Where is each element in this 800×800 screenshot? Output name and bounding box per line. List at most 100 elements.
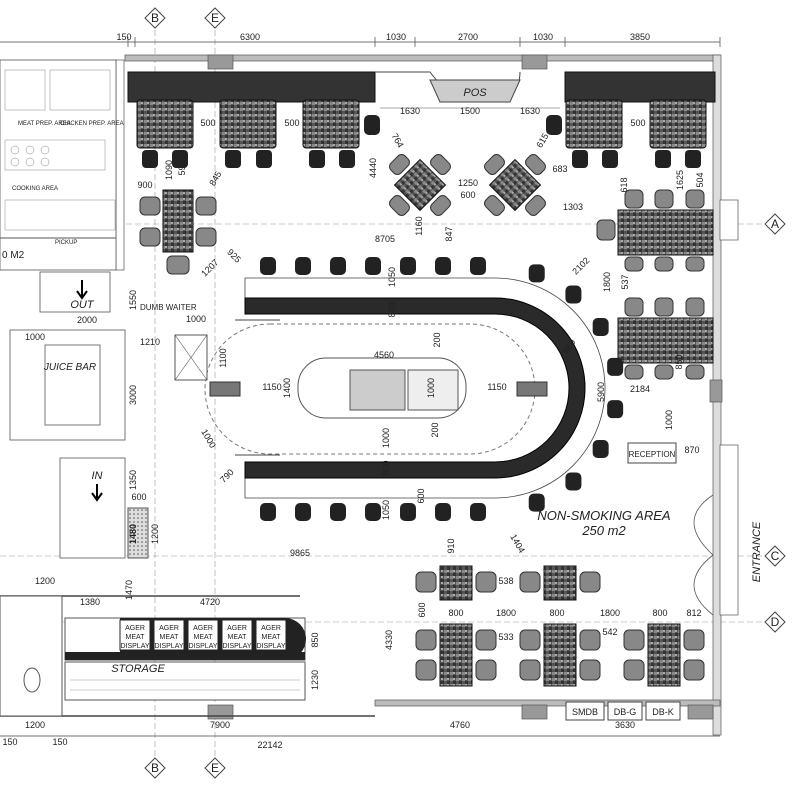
pos-label: POS bbox=[463, 87, 487, 99]
lower-tables: 538 600 800 1800 800 1800 800 812 533 54… bbox=[384, 565, 705, 687]
meat-display-box-3 bbox=[221, 619, 253, 651]
grid-tag-a: A bbox=[771, 217, 779, 231]
dim-4440: 4440 bbox=[368, 158, 378, 178]
dim-8705: 8705 bbox=[375, 234, 395, 244]
storage-label: STORAGE bbox=[111, 663, 165, 675]
bar-stool-4 bbox=[400, 257, 416, 275]
dim-1000b: 1000 bbox=[664, 410, 674, 430]
bar-stool-17 bbox=[607, 357, 624, 376]
dim-1480: 1480 bbox=[128, 524, 138, 544]
dim-538: 538 bbox=[498, 576, 513, 586]
dim-1030b: 1030 bbox=[533, 32, 553, 42]
dim-790: 790 bbox=[218, 467, 236, 485]
dim-5900: 5900 bbox=[596, 382, 606, 402]
grid-tag-b-bottom: B bbox=[151, 761, 159, 775]
dim-600a: 600 bbox=[460, 190, 475, 200]
dim-2700: 2700 bbox=[458, 32, 478, 42]
dim-1150b: 1150 bbox=[487, 382, 506, 392]
in-label: IN bbox=[92, 470, 103, 482]
top-booths: 500 500 500 bbox=[136, 99, 707, 168]
dim-1207: 1207 bbox=[199, 257, 220, 278]
out-door: OUT 2000 1550 DUMB WAITER 1000 1210 1100 bbox=[39, 271, 228, 381]
bottom-dimensions: 1200 150 150 7900 4760 3630 22142 bbox=[0, 720, 720, 750]
smdb-label: SMDB bbox=[572, 707, 598, 717]
kitchen-area: MEAT PREP. AREA CHICKEN PREP. AREA COOKI… bbox=[0, 59, 124, 271]
dim-1404: 1404 bbox=[508, 532, 527, 554]
dim-1150a: 1150 bbox=[262, 382, 281, 392]
dim-800d: 800 bbox=[652, 608, 667, 618]
dim-1050b: 1050 bbox=[381, 500, 391, 520]
dim-1200-bottom: 1200 bbox=[25, 720, 45, 730]
meat-display-text-2-2: DISPLAY bbox=[188, 643, 217, 650]
meat-display-text-1-0: AGER bbox=[159, 625, 179, 632]
bar-stool-6 bbox=[470, 257, 486, 275]
dim-1000d: 1000 bbox=[25, 332, 45, 342]
bar-stool-5 bbox=[435, 257, 451, 275]
electrical-panels: SMDB DB-G DB-K bbox=[565, 701, 681, 721]
dim-150-bottom-b: 150 bbox=[52, 737, 67, 747]
dim-2184: 2184 bbox=[630, 384, 650, 394]
dim-1630a: 1630 bbox=[400, 106, 420, 116]
grid-tag-d: D bbox=[771, 615, 780, 629]
entrance-label: ENTRANCE bbox=[751, 521, 763, 582]
dim-845: 845 bbox=[207, 169, 223, 187]
juice-bar: JUICE BAR 1000 3000 bbox=[9, 329, 138, 441]
dim-537: 537 bbox=[620, 274, 630, 289]
meat-display-text-1-2: DISPLAY bbox=[154, 643, 183, 650]
dim-615: 615 bbox=[534, 131, 550, 149]
dim-9865: 9865 bbox=[290, 548, 310, 558]
meat-display-text-3-0: AGER bbox=[227, 625, 247, 632]
dim-1210: 1210 bbox=[140, 337, 160, 347]
meat-display-text-4-2: DISPLAY bbox=[256, 643, 285, 650]
dim-4560: 4560 bbox=[374, 350, 394, 360]
dim-1200b: 1200 bbox=[35, 576, 55, 586]
dim-1230: 1230 bbox=[310, 670, 320, 690]
bar-stool-21 bbox=[528, 493, 545, 512]
front-counter: POS 1630 1500 1630 bbox=[127, 71, 716, 116]
dim-1050a: 1050 bbox=[387, 267, 397, 287]
dumb-waiter-label: DUMB WAITER bbox=[140, 303, 197, 312]
dim-504: 504 bbox=[695, 172, 705, 187]
dim-4760: 4760 bbox=[450, 720, 470, 730]
dim-4330: 4330 bbox=[384, 630, 394, 650]
dim-1100: 1100 bbox=[218, 348, 228, 367]
reception-label: RECEPTION bbox=[629, 450, 676, 459]
bar-stool-10 bbox=[365, 503, 381, 521]
dim-1303: 1303 bbox=[563, 202, 583, 212]
bar-stool-3 bbox=[365, 257, 381, 275]
meat-display-text-3-2: DISPLAY bbox=[222, 643, 251, 650]
dim-764: 764 bbox=[390, 131, 406, 149]
dim-600c: 600 bbox=[131, 492, 146, 502]
dim-1800b: 1800 bbox=[496, 608, 516, 618]
out-label: OUT bbox=[70, 299, 95, 311]
bar-stool-8 bbox=[295, 503, 311, 521]
dim-800a: 800 bbox=[387, 302, 397, 317]
dim-200b: 200 bbox=[430, 422, 440, 437]
grid-tag-c: C bbox=[771, 549, 780, 563]
dim-2102: 2102 bbox=[570, 255, 591, 276]
dim-22142: 22142 bbox=[257, 740, 282, 750]
dim-500c: 500 bbox=[630, 118, 645, 128]
meat-display-text-0-0: AGER bbox=[125, 625, 145, 632]
dim-850-right: 850 bbox=[674, 354, 684, 369]
chicken-prep-label: CHICKEN PREP. AREA bbox=[60, 121, 124, 127]
grid-tag-e-top: E bbox=[211, 11, 219, 25]
dim-1030a: 1030 bbox=[386, 32, 406, 42]
meat-display-box-4 bbox=[255, 619, 287, 651]
dim-150-bottom-a: 150 bbox=[2, 737, 17, 747]
dim-1000f: 1000 bbox=[381, 428, 391, 448]
dim-600d: 600 bbox=[417, 602, 427, 617]
dim-618: 618 bbox=[619, 177, 629, 192]
bar-stool-7 bbox=[260, 503, 276, 521]
dim-925: 925 bbox=[225, 247, 243, 265]
dim-1500: 1500 bbox=[460, 106, 480, 116]
bar-stool-13 bbox=[470, 503, 486, 521]
dim-1380: 1380 bbox=[80, 597, 100, 607]
cooking-area-label: COOKING AREA bbox=[12, 186, 58, 192]
dim-4720: 4720 bbox=[200, 597, 220, 607]
dim-1800c: 1800 bbox=[600, 608, 620, 618]
meat-display-text-2-0: AGER bbox=[193, 625, 213, 632]
meat-display-text-1-1: MEAT bbox=[160, 634, 180, 641]
bar-stool-9 bbox=[330, 503, 346, 521]
